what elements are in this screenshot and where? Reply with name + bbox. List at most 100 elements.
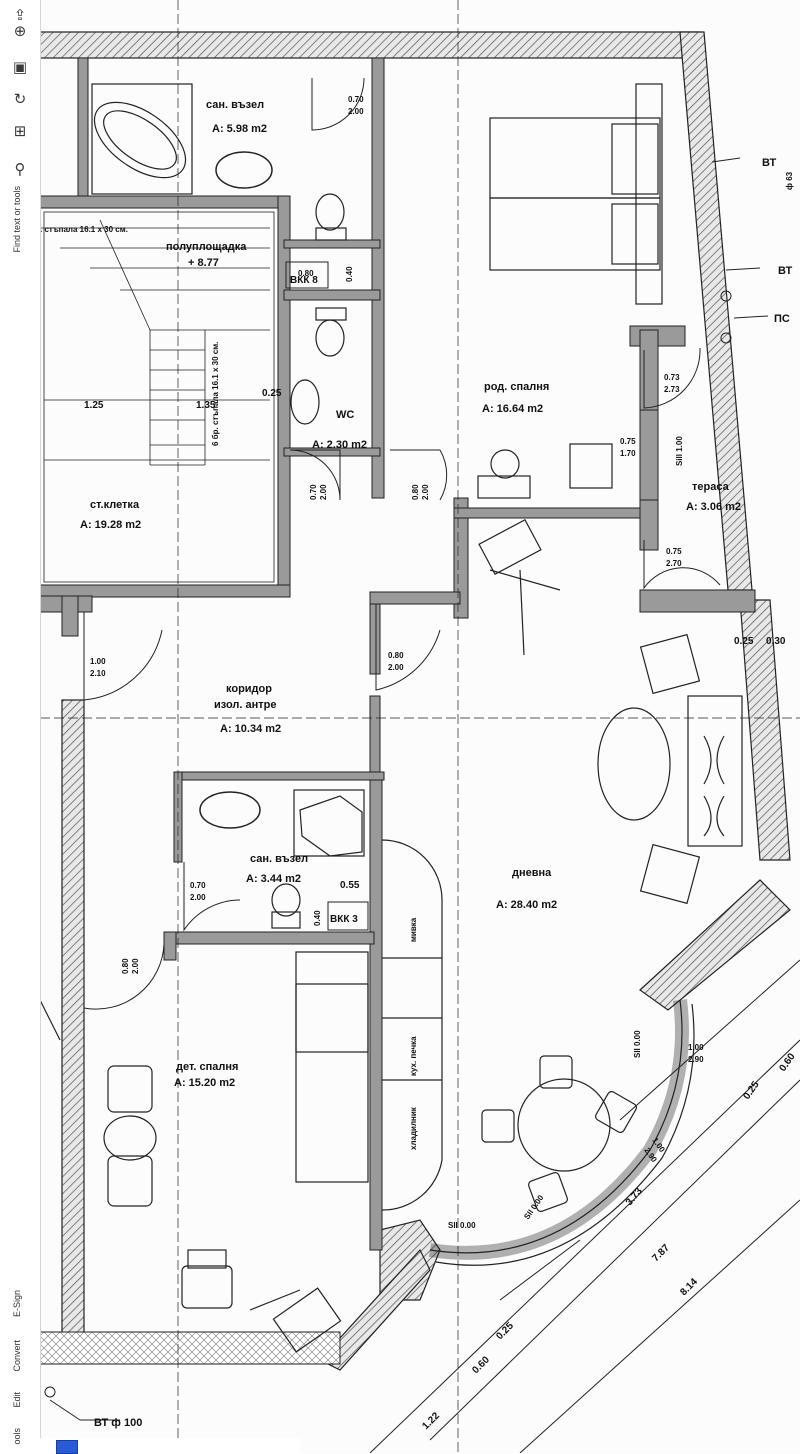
living-name: дневна [512, 867, 552, 879]
kids-furniture [39, 951, 369, 1353]
svg-text:Sill 1.00: Sill 1.00 [675, 436, 684, 466]
landing-label: полуплощадка [166, 241, 247, 253]
svg-text:0.75: 0.75 [620, 437, 636, 446]
svg-text:0.60: 0.60 [470, 1354, 492, 1376]
svg-text:SII 0.00: SII 0.00 [633, 1030, 642, 1058]
vkk3-tag: ВКК 3 [330, 914, 358, 925]
kids-bedroom-area: А: 15.20 m2 [174, 1077, 235, 1089]
svg-text:2.70: 2.70 [666, 559, 682, 568]
svg-text:0.30: 0.30 [766, 636, 786, 647]
svg-text:0.70: 0.70 [309, 484, 318, 500]
compress-icon[interactable]: ⊞ [13, 122, 27, 140]
svg-text:2.00: 2.00 [388, 663, 404, 672]
svg-text:0.75: 0.75 [666, 547, 682, 556]
tools-label[interactable]: ools [12, 1428, 22, 1445]
svg-text:0.40: 0.40 [313, 910, 322, 926]
page-thumbnail-icon[interactable] [56, 1440, 78, 1454]
sink-wc [290, 379, 320, 425]
svg-text:2.00: 2.00 [131, 958, 140, 974]
svg-text:1.35: 1.35 [196, 400, 216, 411]
svg-text:0.55: 0.55 [340, 880, 360, 891]
room-labels: сан. възел А: 5.98 m2 . стъпала 16.1 x 3… [40, 99, 741, 1150]
share-icon[interactable]: ⇪ [13, 6, 27, 24]
staircase [40, 211, 275, 583]
wc-area: А: 2.30 m2 [312, 439, 367, 451]
svg-text:0.70: 0.70 [348, 95, 364, 104]
rotate-icon[interactable]: ↻ [13, 90, 27, 108]
pipes [44, 157, 769, 1421]
stairwell-name: ст.клетка [90, 499, 140, 511]
svg-text:1.25: 1.25 [84, 400, 104, 411]
tags: ВТ ф 63 ВТ ПС ВКК 8 ВКК 3 ВТ ф 100 [94, 157, 794, 1429]
sink-top-bath [215, 151, 273, 189]
svg-text:2.90: 2.90 [688, 1055, 704, 1064]
svg-text:0.73: 0.73 [664, 373, 680, 382]
wc-name: WC [336, 409, 354, 421]
find-text-label[interactable]: Find text or tools [12, 186, 22, 253]
page-nav-strip [40, 1438, 300, 1454]
svg-text:1.00: 1.00 [688, 1043, 704, 1052]
terrace-area: А: 3.06 m2 [686, 501, 741, 513]
vt-bottom-tag: ВТ ф 100 [94, 1417, 142, 1429]
stairs-steps-top: . стъпала 16.1 x 30 см. [40, 225, 128, 234]
svg-text:0.25: 0.25 [734, 636, 754, 647]
viewer-toolbar: ⇪ ⊕ ▣ ↻ ⊞ ⚲ Find text or tools E-Sign Co… [0, 0, 41, 1453]
bath-top-name: сан. възел [206, 99, 264, 111]
svg-text:0.80: 0.80 [298, 269, 314, 278]
svg-text:2.73: 2.73 [664, 385, 680, 394]
svg-text:SII 0.00: SII 0.00 [448, 1221, 476, 1230]
sink-label: мивка [409, 917, 418, 942]
stairwell-area: А: 19.28 m2 [80, 519, 141, 531]
svg-text:SII 0.00: SII 0.00 [522, 1193, 546, 1221]
dimension-lines [369, 959, 800, 1453]
svg-text:1.00: 1.00 [90, 657, 106, 666]
grid-lines [40, 0, 800, 1453]
search-icon[interactable]: ⚲ [14, 160, 26, 178]
balcony-railing [39, 1331, 341, 1365]
bath-top-area: А: 5.98 m2 [212, 123, 267, 135]
svg-text:0.25: 0.25 [741, 1079, 761, 1102]
living-curved-wall [428, 999, 689, 1260]
svg-text:8.14: 8.14 [678, 1276, 700, 1298]
svg-text:2.00: 2.00 [190, 893, 206, 902]
svg-text:0.40: 0.40 [345, 266, 354, 282]
vkk8-tag: ВКК 8 [290, 275, 318, 286]
parents-bedroom-area: А: 16.64 m2 [482, 403, 543, 415]
svg-text:3.73: 3.73 [624, 1186, 645, 1208]
sink-bath2 [199, 791, 261, 829]
fridge-label: хладилник [409, 1106, 418, 1150]
vt-tag-1: ВТ [762, 157, 777, 169]
add-page-icon[interactable]: ⊕ [13, 22, 27, 40]
stairs-steps-side: 6 бр. стъпала 16.1 x 30 см. [211, 342, 220, 446]
convert-label[interactable]: Convert [12, 1340, 22, 1372]
svg-text:0.80: 0.80 [121, 958, 130, 974]
shower [293, 789, 365, 857]
ps-tag: ПС [774, 313, 790, 325]
pdf-icon[interactable]: ▣ [12, 58, 28, 76]
esign-label[interactable]: E-Sign [12, 1290, 22, 1318]
bathtub [91, 83, 193, 195]
edit-label[interactable]: Edit [12, 1392, 22, 1408]
svg-text:0.70: 0.70 [190, 881, 206, 890]
vt-tag-1-extra: ф 63 [785, 171, 794, 190]
dimension-labels: 0.70 2.00 0.80 0.40 1.25 1.35 0.25 0.70 … [84, 95, 798, 1432]
living-area: А: 28.40 m2 [496, 899, 557, 911]
bath2-name: сан. възел [250, 853, 308, 865]
corridor-sub: изол. антре [214, 699, 277, 711]
svg-text:2.00: 2.00 [421, 484, 430, 500]
parents-furniture [477, 443, 613, 656]
svg-text:0.25: 0.25 [494, 1320, 516, 1342]
kids-bedroom-name: дет. спалня [176, 1061, 238, 1073]
toilet-wc [315, 307, 347, 357]
svg-text:0.80: 0.80 [388, 651, 404, 660]
stove-label: кух. печка [409, 1036, 418, 1076]
svg-text:2.00: 2.00 [348, 107, 364, 116]
toilet-top [315, 193, 347, 241]
svg-text:2.10: 2.10 [90, 669, 106, 678]
living-furniture [481, 633, 743, 1212]
svg-text:7.87: 7.87 [650, 1242, 672, 1264]
beds-parents [489, 83, 663, 305]
landing-level: + 8.77 [188, 257, 219, 269]
